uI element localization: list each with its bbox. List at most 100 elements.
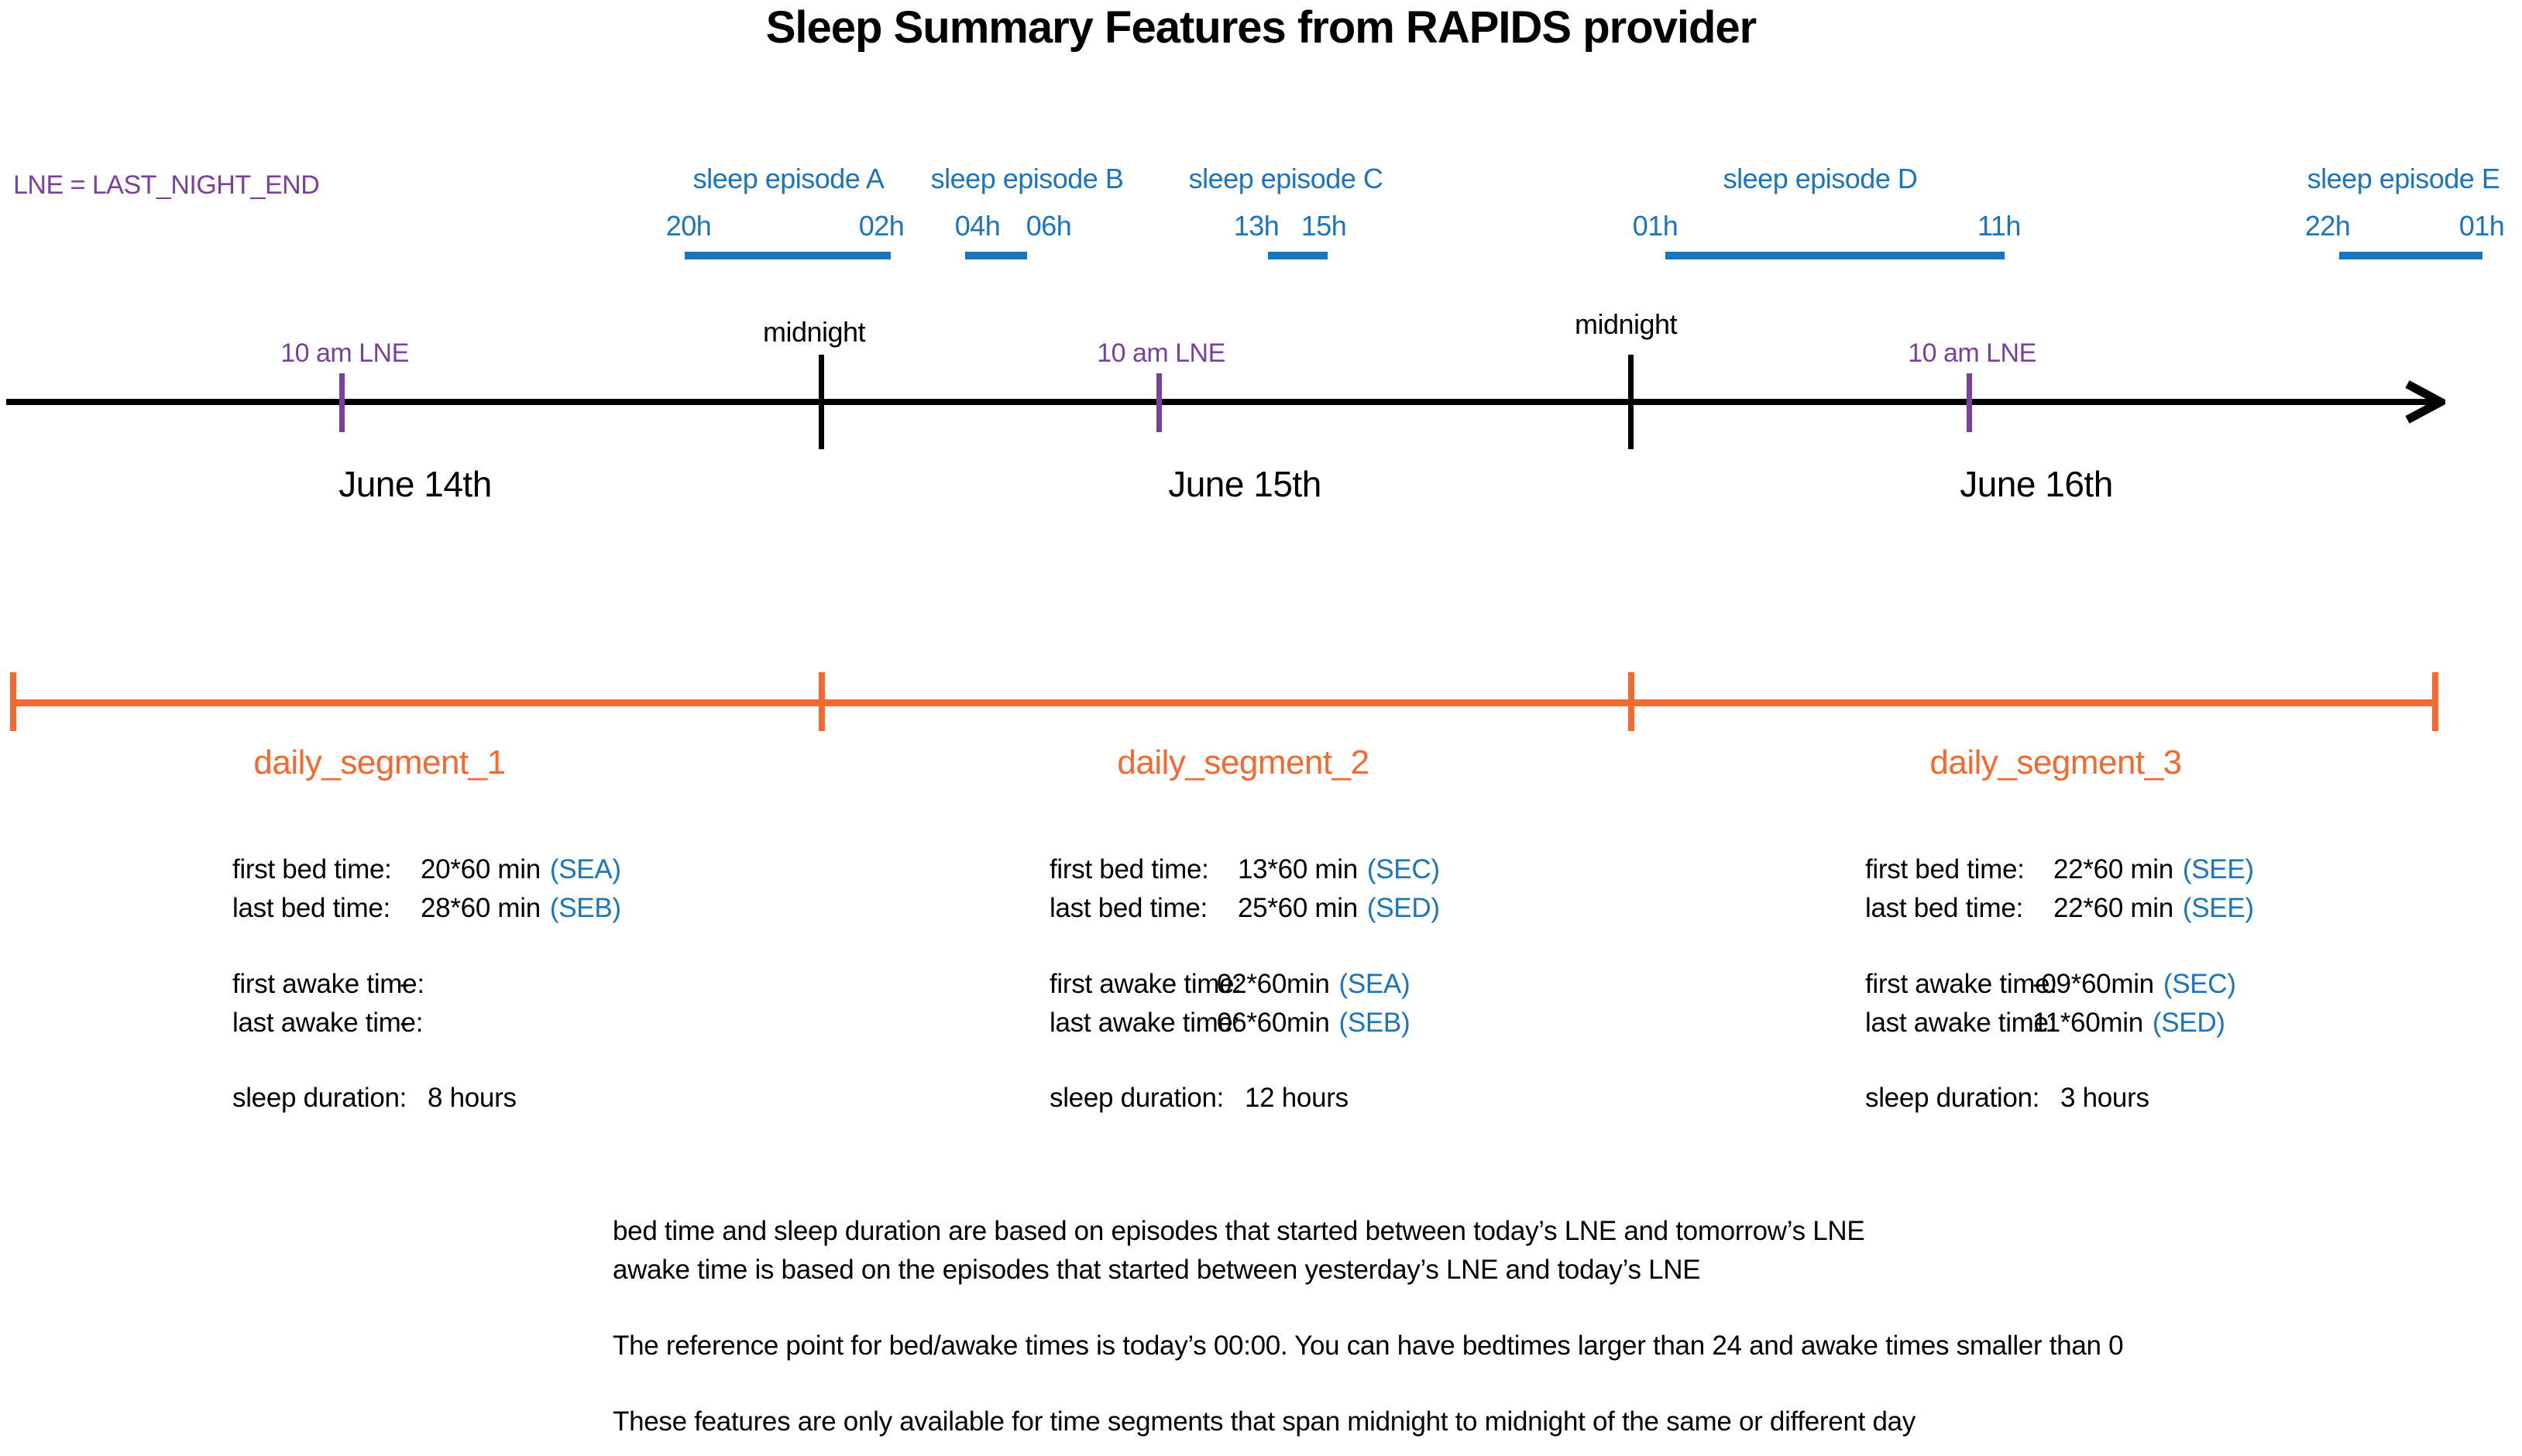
segment-3-last-bed-row: last bed time: 22*60 min (SEE) xyxy=(1865,889,2254,928)
last-bed-time-label: last bed time: xyxy=(1050,893,1208,923)
segment-1-name: daily_segment_1 xyxy=(253,743,506,781)
lne-label-2: 10 am LNE xyxy=(1097,338,1225,368)
sleep-duration-label: sleep duration: xyxy=(1050,1083,1225,1113)
segment-2-details: first bed time: 13*60 min (SEC) last bed… xyxy=(1050,850,1440,1118)
episode-a-label: sleep episode A xyxy=(692,163,885,194)
first-bed-time-value: 13*60 min xyxy=(1238,854,1358,884)
last-awake-time-value: - xyxy=(400,1008,409,1038)
lne-label-3: 10 am LNE xyxy=(1908,338,2036,368)
midnight-tick-1 xyxy=(819,355,824,449)
first-awake-time-label: first awake time: xyxy=(232,969,424,999)
lne-tick-1 xyxy=(339,373,345,432)
last-bed-time-label: last bed time: xyxy=(232,893,390,923)
segment-3-last-awake-row: last awake time: 11*60min (SED) xyxy=(1865,1004,2254,1042)
segment-3-duration-row: sleep duration: 3 hours xyxy=(1865,1079,2254,1118)
first-awake-time-episode-tag: (SEC) xyxy=(2163,969,2236,999)
lne-tick-2 xyxy=(1156,373,1162,432)
first-bed-time-label: first bed time: xyxy=(232,854,392,884)
last-awake-time-value: 11*60min xyxy=(2032,1008,2143,1038)
segment-1-first-bed-row: first bed time: 20*60 min (SEA) xyxy=(232,850,621,889)
segment-ruler xyxy=(10,699,2438,706)
last-awake-time-label: last awake time: xyxy=(1050,1008,1241,1038)
first-bed-time-episode-tag: (SEE) xyxy=(2182,854,2254,884)
sleep-duration-value: 3 hours xyxy=(2060,1083,2149,1113)
note-availability: These features are only available for ti… xyxy=(613,1406,1916,1437)
timeline-arrowhead-icon xyxy=(2405,380,2445,424)
last-awake-time-label: last awake time: xyxy=(232,1008,424,1038)
last-awake-time-episode-tag: (SEB) xyxy=(1338,1008,1410,1038)
episode-b-start-time: 04h xyxy=(954,210,1001,242)
segment-3-name: daily_segment_3 xyxy=(1929,743,2182,781)
date-june-16: June 16th xyxy=(1960,464,2113,504)
first-bed-time-label: first bed time: xyxy=(1050,854,1209,884)
episode-b-end-time: 06h xyxy=(1026,210,1072,242)
episode-a-bar xyxy=(685,252,891,259)
last-bed-time-value: 28*60 min xyxy=(421,893,541,923)
segment-1-details: first bed time: 20*60 min (SEA) last bed… xyxy=(232,850,621,1118)
episode-d-start-time: 01h xyxy=(1632,210,1678,242)
episode-c-end-time: 15h xyxy=(1301,210,1347,242)
date-june-14: June 14th xyxy=(338,464,492,504)
last-bed-time-value: 25*60 min xyxy=(1238,893,1358,923)
last-bed-time-episode-tag: (SEB) xyxy=(549,893,621,923)
segment-tick-1 xyxy=(10,672,16,731)
last-bed-time-episode-tag: (SEE) xyxy=(2182,893,2254,923)
episode-d-end-time: 11h xyxy=(1977,210,2021,242)
episode-b-bar xyxy=(965,252,1027,259)
episode-e-start-time: 22h xyxy=(2304,210,2351,242)
midnight-tick-2 xyxy=(1628,355,1634,449)
lne-legend: LNE = LAST_NIGHT_END xyxy=(13,170,320,200)
first-awake-time-value: - xyxy=(400,969,409,999)
episode-a-end-time: 02h xyxy=(858,210,905,242)
segment-tick-4 xyxy=(2432,672,2438,731)
segment-2-duration-row: sleep duration: 12 hours xyxy=(1050,1079,1440,1118)
date-june-15: June 15th xyxy=(1168,464,1321,504)
first-bed-time-episode-tag: (SEA) xyxy=(549,854,621,884)
episode-d-label: sleep episode D xyxy=(1723,163,1918,194)
episode-b-label: sleep episode B xyxy=(930,163,1124,194)
segment-tick-2 xyxy=(819,672,825,731)
timeline-axis xyxy=(6,399,2438,405)
segment-3-details: first bed time: 22*60 min (SEE) last bed… xyxy=(1865,850,2254,1118)
lne-label-1: 10 am LNE xyxy=(280,338,409,368)
episode-a-start-time: 20h xyxy=(665,210,712,242)
midnight-label-1: midnight xyxy=(762,316,866,348)
episode-e-label: sleep episode E xyxy=(2307,163,2500,194)
segment-1-last-awake-row: last awake time: - xyxy=(232,1004,621,1042)
episode-d-bar xyxy=(1665,252,2005,259)
segment-3-first-awake-row: first awake time: -09*60min (SEC) xyxy=(1865,965,2254,1004)
first-bed-time-label: first bed time: xyxy=(1865,854,2025,884)
first-bed-time-value: 20*60 min xyxy=(421,854,541,884)
first-awake-time-episode-tag: (SEA) xyxy=(1338,969,1410,999)
last-bed-time-label: last bed time: xyxy=(1865,893,2023,923)
segment-1-first-awake-row: first awake time: - xyxy=(232,965,621,1004)
episode-c-label: sleep episode C xyxy=(1188,163,1383,194)
note-bed-time-rule: bed time and sleep duration are based on… xyxy=(613,1216,1865,1246)
note-awake-time-rule: awake time is based on the episodes that… xyxy=(613,1255,1701,1285)
last-bed-time-value: 22*60 min xyxy=(2053,893,2173,923)
episode-e-bar xyxy=(2339,252,2482,259)
episode-c-start-time: 13h xyxy=(1233,210,1280,242)
first-awake-time-label: first awake time: xyxy=(1050,969,1242,999)
first-awake-time-label: first awake time: xyxy=(1865,969,2057,999)
midnight-label-2: midnight xyxy=(1574,308,1678,340)
first-bed-time-value: 22*60 min xyxy=(2053,854,2173,884)
note-reference-point: The reference point for bed/awake times … xyxy=(613,1331,2124,1361)
sleep-duration-label: sleep duration: xyxy=(1865,1083,2040,1113)
segment-2-first-awake-row: first awake time: 02*60min (SEA) xyxy=(1050,965,1440,1004)
first-bed-time-episode-tag: (SEC) xyxy=(1366,854,1440,884)
lne-tick-3 xyxy=(1967,373,1972,432)
segment-1-duration-row: sleep duration: 8 hours xyxy=(232,1079,621,1118)
segment-tick-3 xyxy=(1628,672,1634,731)
first-awake-time-value: -09*60min xyxy=(2032,969,2154,999)
episode-c-bar xyxy=(1268,252,1328,259)
last-awake-time-value: 06*60min xyxy=(1217,1008,1330,1038)
sleep-duration-value: 12 hours xyxy=(1245,1083,1349,1113)
episode-e-end-time: 01h xyxy=(2458,210,2505,242)
sleep-duration-value: 8 hours xyxy=(428,1083,517,1113)
segment-2-last-bed-row: last bed time: 25*60 min (SED) xyxy=(1050,889,1440,928)
segment-1-last-bed-row: last bed time: 28*60 min (SEB) xyxy=(232,889,621,928)
page-title: Sleep Summary Features from RAPIDS provi… xyxy=(765,2,1757,53)
segment-2-name: daily_segment_2 xyxy=(1117,743,1369,781)
